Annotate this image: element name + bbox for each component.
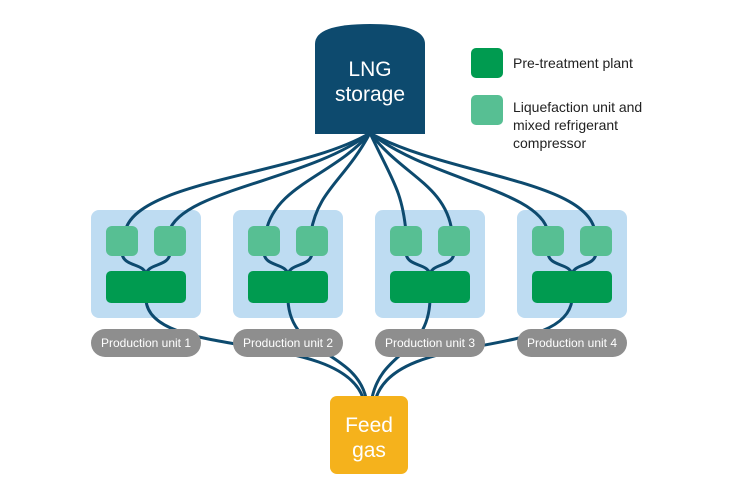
liquefaction-units	[106, 226, 612, 256]
liquefaction-u2-a	[248, 226, 280, 256]
feed-gas: Feed gas	[330, 396, 408, 474]
legend-swatch-liquefaction	[471, 95, 503, 125]
pretreatment-u2	[248, 271, 328, 303]
pipe-storage-u4a	[368, 131, 550, 234]
pipe-storage-u2a	[264, 131, 372, 234]
legend-label-liquefaction-2: mixed refrigerant	[513, 117, 618, 133]
legend: Pre-treatment plant Liquefaction unit an…	[471, 48, 642, 151]
storage-label-line1: LNG	[348, 58, 391, 81]
feed-label-line2: gas	[352, 439, 386, 462]
legend-swatch-pretreatment	[471, 48, 503, 78]
liquefaction-u3-b	[438, 226, 470, 256]
pipes-storage	[123, 131, 597, 234]
unit-labels: Production unit 1 Production unit 2 Prod…	[91, 329, 627, 357]
pretreatment-plants	[106, 271, 612, 303]
pretreatment-u3	[390, 271, 470, 303]
legend-label-pretreatment: Pre-treatment plant	[513, 55, 633, 71]
feed-label-line1: Feed	[345, 414, 393, 437]
unit-label-bg-2	[233, 329, 343, 357]
liquefaction-u4-a	[532, 226, 564, 256]
unit-label-bg-3	[375, 329, 485, 357]
unit-label-bg-4	[517, 329, 627, 357]
pipe-storage-u4b	[368, 131, 597, 234]
unit-label-4: Production unit 4	[527, 336, 617, 350]
feed-gas-box	[330, 396, 408, 474]
liquefaction-u4-b	[580, 226, 612, 256]
liquefaction-u3-a	[390, 226, 422, 256]
storage-tank-shape	[315, 24, 425, 134]
pipe-storage-u2b	[309, 131, 372, 234]
unit-label-1: Production unit 1	[101, 336, 191, 350]
pipes-feed	[144, 298, 574, 400]
liquefaction-u2-b	[296, 226, 328, 256]
unit-label-bg-1	[91, 329, 201, 357]
pipe-storage-u3a	[368, 131, 408, 234]
pretreatment-u4	[532, 271, 612, 303]
unit-label-2: Production unit 2	[243, 336, 333, 350]
unit-label-3: Production unit 3	[385, 336, 475, 350]
liquefaction-u1-b	[154, 226, 186, 256]
legend-label-liquefaction-3: compressor	[513, 135, 586, 151]
pipe-storage-u3b	[368, 131, 454, 234]
pipe-storage-u1a	[123, 131, 372, 234]
pretreatment-u1	[106, 271, 186, 303]
pipe-storage-u1b	[167, 131, 372, 234]
legend-label-liquefaction-1: Liquefaction unit and	[513, 99, 642, 115]
storage-label-line2: storage	[335, 83, 405, 106]
liquefaction-u1-a	[106, 226, 138, 256]
lng-storage: LNG storage	[315, 24, 425, 134]
